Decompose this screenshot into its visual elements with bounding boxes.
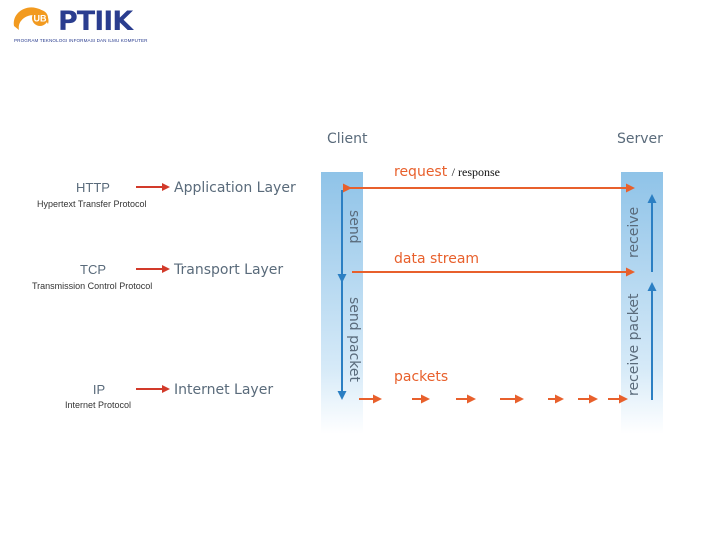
protocol-http-full: Hypertext Transfer Protocol bbox=[37, 199, 147, 209]
client-heading: Client bbox=[327, 131, 368, 147]
protocol-tcp: TCP bbox=[80, 262, 106, 277]
protocol-ip: IP bbox=[92, 382, 106, 397]
layer-internet: Internet Layer bbox=[174, 382, 274, 398]
client-send-packet-label: send packet bbox=[346, 297, 362, 382]
response-text: / response bbox=[451, 165, 500, 179]
logo-wordmark: PTIIK bbox=[58, 6, 133, 37]
protocol-tcp-full: Transmission Control Protocol bbox=[32, 281, 153, 291]
server-receive-packet-label: receive packet bbox=[626, 293, 642, 396]
layer-application: Application Layer bbox=[174, 180, 296, 196]
packets-label: packets bbox=[394, 369, 449, 385]
ptiik-logo: UB PTIIK PROGRAM TEKNOLOGI INFORMASI DAN… bbox=[10, 4, 150, 44]
server-column bbox=[621, 172, 663, 434]
server-receive-label: receive bbox=[626, 206, 642, 258]
data-stream-label: data stream bbox=[394, 251, 480, 267]
protocol-http: HTTP bbox=[76, 180, 110, 195]
ub-badge-icon: UB bbox=[13, 7, 49, 30]
client-send-label: send bbox=[346, 210, 362, 244]
logo-tagline: PROGRAM TEKNOLOGI INFORMASI DAN ILMU KOM… bbox=[14, 38, 148, 43]
protocol-ip-full: Internet Protocol bbox=[65, 400, 132, 410]
request-text: request bbox=[394, 164, 448, 180]
layer-transport: Transport Layer bbox=[174, 262, 284, 278]
server-heading: Server bbox=[617, 131, 663, 147]
request-label: request / response bbox=[394, 164, 500, 180]
logo-badge-text: UB bbox=[34, 14, 47, 24]
